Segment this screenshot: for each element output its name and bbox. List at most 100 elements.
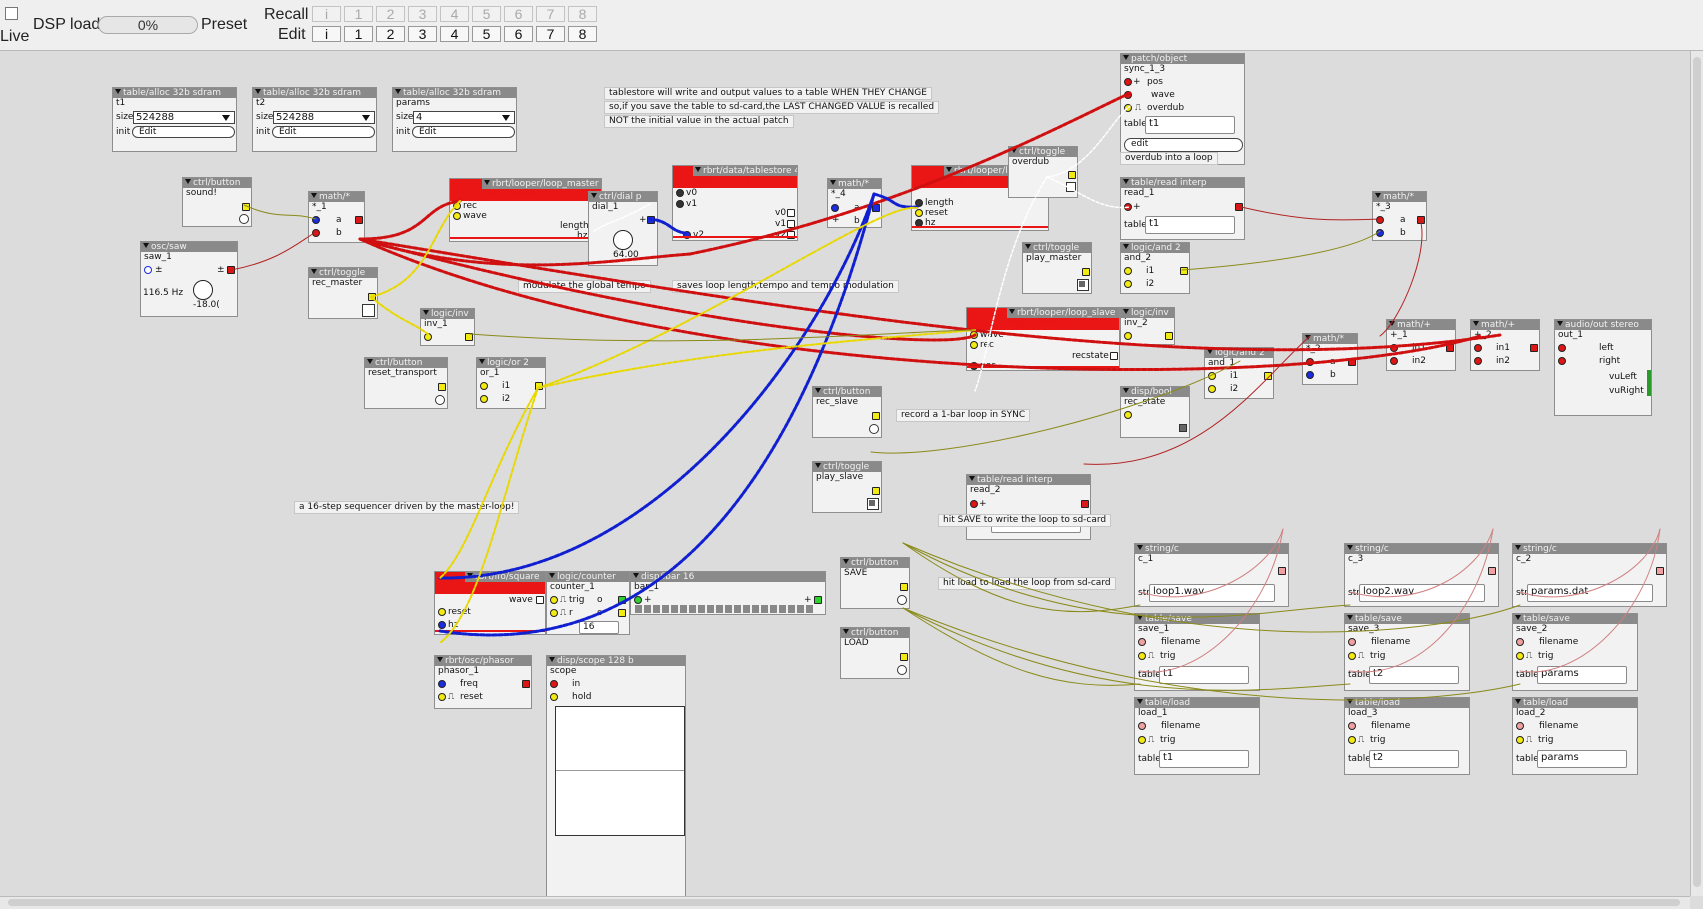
edit-button-2[interactable]: 2 <box>376 26 405 42</box>
inlet-i2[interactable] <box>1124 280 1132 288</box>
inlet-pos[interactable] <box>1124 203 1132 211</box>
patch-canvas[interactable]: table/alloc 32b sdram t1 size 524288 ini… <box>0 51 1690 896</box>
collapse-triangle-icon[interactable] <box>367 359 373 364</box>
inlet-trig[interactable] <box>1348 652 1356 660</box>
object-toggle-play-master[interactable]: ctrl/toggle play_master <box>1022 242 1092 294</box>
object-table-save-2[interactable]: table/save save_2 filename ⎍ trig table … <box>1512 613 1638 691</box>
edit-button-3[interactable]: 3 <box>408 26 437 42</box>
outlet-bool[interactable] <box>1165 332 1173 340</box>
button-circle[interactable] <box>897 595 907 605</box>
table-field[interactable]: t1 <box>1145 216 1235 234</box>
live-checkbox[interactable] <box>5 7 18 20</box>
object-dial[interactable]: ctrl/dial p dial_1 + 64.00 <box>588 191 658 266</box>
outlet-bool[interactable] <box>242 203 250 211</box>
toggle-checkbox[interactable] <box>867 498 879 510</box>
outlet-value[interactable] <box>1081 500 1089 508</box>
collapse-triangle-icon[interactable] <box>1137 545 1143 550</box>
collapse-triangle-icon[interactable] <box>1137 615 1143 620</box>
recall-button-2[interactable]: 2 <box>376 6 405 22</box>
inlet-a[interactable] <box>312 216 320 224</box>
object-disp-bool-rec-state[interactable]: disp/bool rec_state <box>1120 386 1190 438</box>
table-field[interactable]: t2 <box>1369 666 1459 684</box>
collapse-triangle-icon[interactable] <box>1123 55 1129 60</box>
collapse-triangle-icon[interactable] <box>1207 349 1213 354</box>
inlet-trig[interactable] <box>1516 736 1524 744</box>
collapse-triangle-icon[interactable] <box>143 243 149 248</box>
outlet-phase[interactable] <box>522 680 530 688</box>
object-math-mul-1[interactable]: math/* *_1 a b <box>308 191 365 243</box>
collapse-triangle-icon[interactable] <box>1347 699 1353 704</box>
inlet-trig[interactable] <box>1516 652 1524 660</box>
vertical-scrollbar[interactable] <box>1690 51 1703 896</box>
collapse-triangle-icon[interactable] <box>1515 615 1521 620</box>
collapse-triangle-icon[interactable] <box>1123 309 1129 314</box>
comment-saves[interactable]: saves loop length,tempo and tempo modula… <box>672 280 899 293</box>
object-button-reset-transport[interactable]: ctrl/button reset_transport <box>364 357 448 409</box>
inlet-filename[interactable] <box>1138 638 1146 646</box>
object-table-save-3[interactable]: table/save save_3 filename ⎍ trig table … <box>1344 613 1470 691</box>
comment-hit-load[interactable]: hit load to load the loop from sd-card <box>938 577 1116 590</box>
outlet-carry[interactable] <box>618 609 626 617</box>
inlet-pitch[interactable] <box>144 266 152 274</box>
collapse-triangle-icon[interactable] <box>311 193 317 198</box>
inlet-bool[interactable] <box>1124 411 1132 419</box>
inlet-in1[interactable] <box>1474 344 1482 352</box>
str-field[interactable]: loop2.wav <box>1359 584 1485 602</box>
button-circle[interactable] <box>897 665 907 675</box>
inlet-i1[interactable] <box>1208 372 1216 380</box>
edit-button-8[interactable]: 8 <box>568 26 597 42</box>
inlet-length[interactable] <box>915 199 923 207</box>
collapse-triangle-icon[interactable] <box>1347 545 1353 550</box>
edit-button[interactable]: Edit <box>412 126 515 138</box>
outlet-bool[interactable] <box>535 382 543 390</box>
inlet-filename[interactable] <box>1516 638 1524 646</box>
inlet-hz[interactable] <box>438 621 446 629</box>
outlet-bool[interactable] <box>900 653 908 661</box>
object-table-alloc-params[interactable]: table/alloc 32b sdram params size 4 init… <box>392 87 517 152</box>
recall-button-7[interactable]: 7 <box>536 6 565 22</box>
object-table-read-1[interactable]: table/read interp read_1 + table t1 <box>1120 177 1245 240</box>
outlet-result[interactable] <box>1530 344 1538 352</box>
inlet-b[interactable] <box>1306 371 1314 379</box>
inlet-a[interactable] <box>1306 358 1314 366</box>
object-math-mul-4[interactable]: math/* *_4 a + b <box>827 178 882 228</box>
comment-hit-save[interactable]: hit SAVE to write the loop to sd-card <box>938 514 1112 527</box>
outlet-bool[interactable] <box>872 412 880 420</box>
collapse-triangle-icon[interactable] <box>1347 615 1353 620</box>
outlet-string[interactable] <box>1278 567 1286 575</box>
object-audio-out-stereo[interactable]: audio/out stereo out_1 left right vuLeft… <box>1554 319 1652 416</box>
collapse-triangle-icon[interactable] <box>633 573 639 578</box>
object-table-alloc-t2[interactable]: table/alloc 32b sdram t2 size 524288 ini… <box>252 87 377 152</box>
object-table-alloc-t1[interactable]: table/alloc 32b sdram t1 size 524288 ini… <box>112 87 237 152</box>
inlet-i1[interactable] <box>480 382 488 390</box>
inlet-v0[interactable] <box>676 189 684 197</box>
recall-button-6[interactable]: 6 <box>504 6 533 22</box>
collapse-triangle-icon[interactable] <box>815 388 821 393</box>
collapse-triangle-icon[interactable] <box>1123 388 1129 393</box>
str-field[interactable]: loop1.wav <box>1149 584 1275 602</box>
inlet-pos[interactable] <box>1124 78 1132 86</box>
object-logic-and-2[interactable]: logic/and 2 and_2 i1 i2 <box>1120 242 1190 294</box>
collapse-triangle-icon[interactable] <box>843 629 849 634</box>
outlet-result[interactable] <box>1446 344 1454 352</box>
size-select[interactable]: 524288 <box>133 111 235 124</box>
object-logic-and-1[interactable]: logic/and 2 and_1 i1 i2 <box>1204 347 1274 399</box>
collapse-triangle-icon[interactable] <box>1123 179 1129 184</box>
inlet-in2[interactable] <box>1474 357 1482 365</box>
inlet-i1[interactable] <box>1124 267 1132 275</box>
inlet-v1[interactable] <box>676 200 684 208</box>
inlet-b[interactable] <box>1376 229 1384 237</box>
edit-button-i[interactable]: i <box>312 26 341 42</box>
outlet-bool[interactable] <box>872 487 880 495</box>
object-table-read-2[interactable]: table/read interp read_2 + table t2 <box>966 474 1091 540</box>
edit-button-4[interactable]: 4 <box>440 26 469 42</box>
size-select[interactable]: 4 <box>413 111 515 124</box>
button-circle[interactable] <box>435 395 445 405</box>
inlet-filename[interactable] <box>1348 722 1356 730</box>
comment-sequencer[interactable]: a 16-step sequencer driven by the master… <box>294 501 520 514</box>
comment-tablestore-2[interactable]: so,if you save the table to sd-card,the … <box>604 101 940 114</box>
collapse-triangle-icon[interactable] <box>1389 321 1395 326</box>
inlet-right[interactable] <box>1558 357 1566 365</box>
collapse-triangle-icon[interactable] <box>815 463 821 468</box>
toggle-checkbox[interactable] <box>1066 182 1076 192</box>
